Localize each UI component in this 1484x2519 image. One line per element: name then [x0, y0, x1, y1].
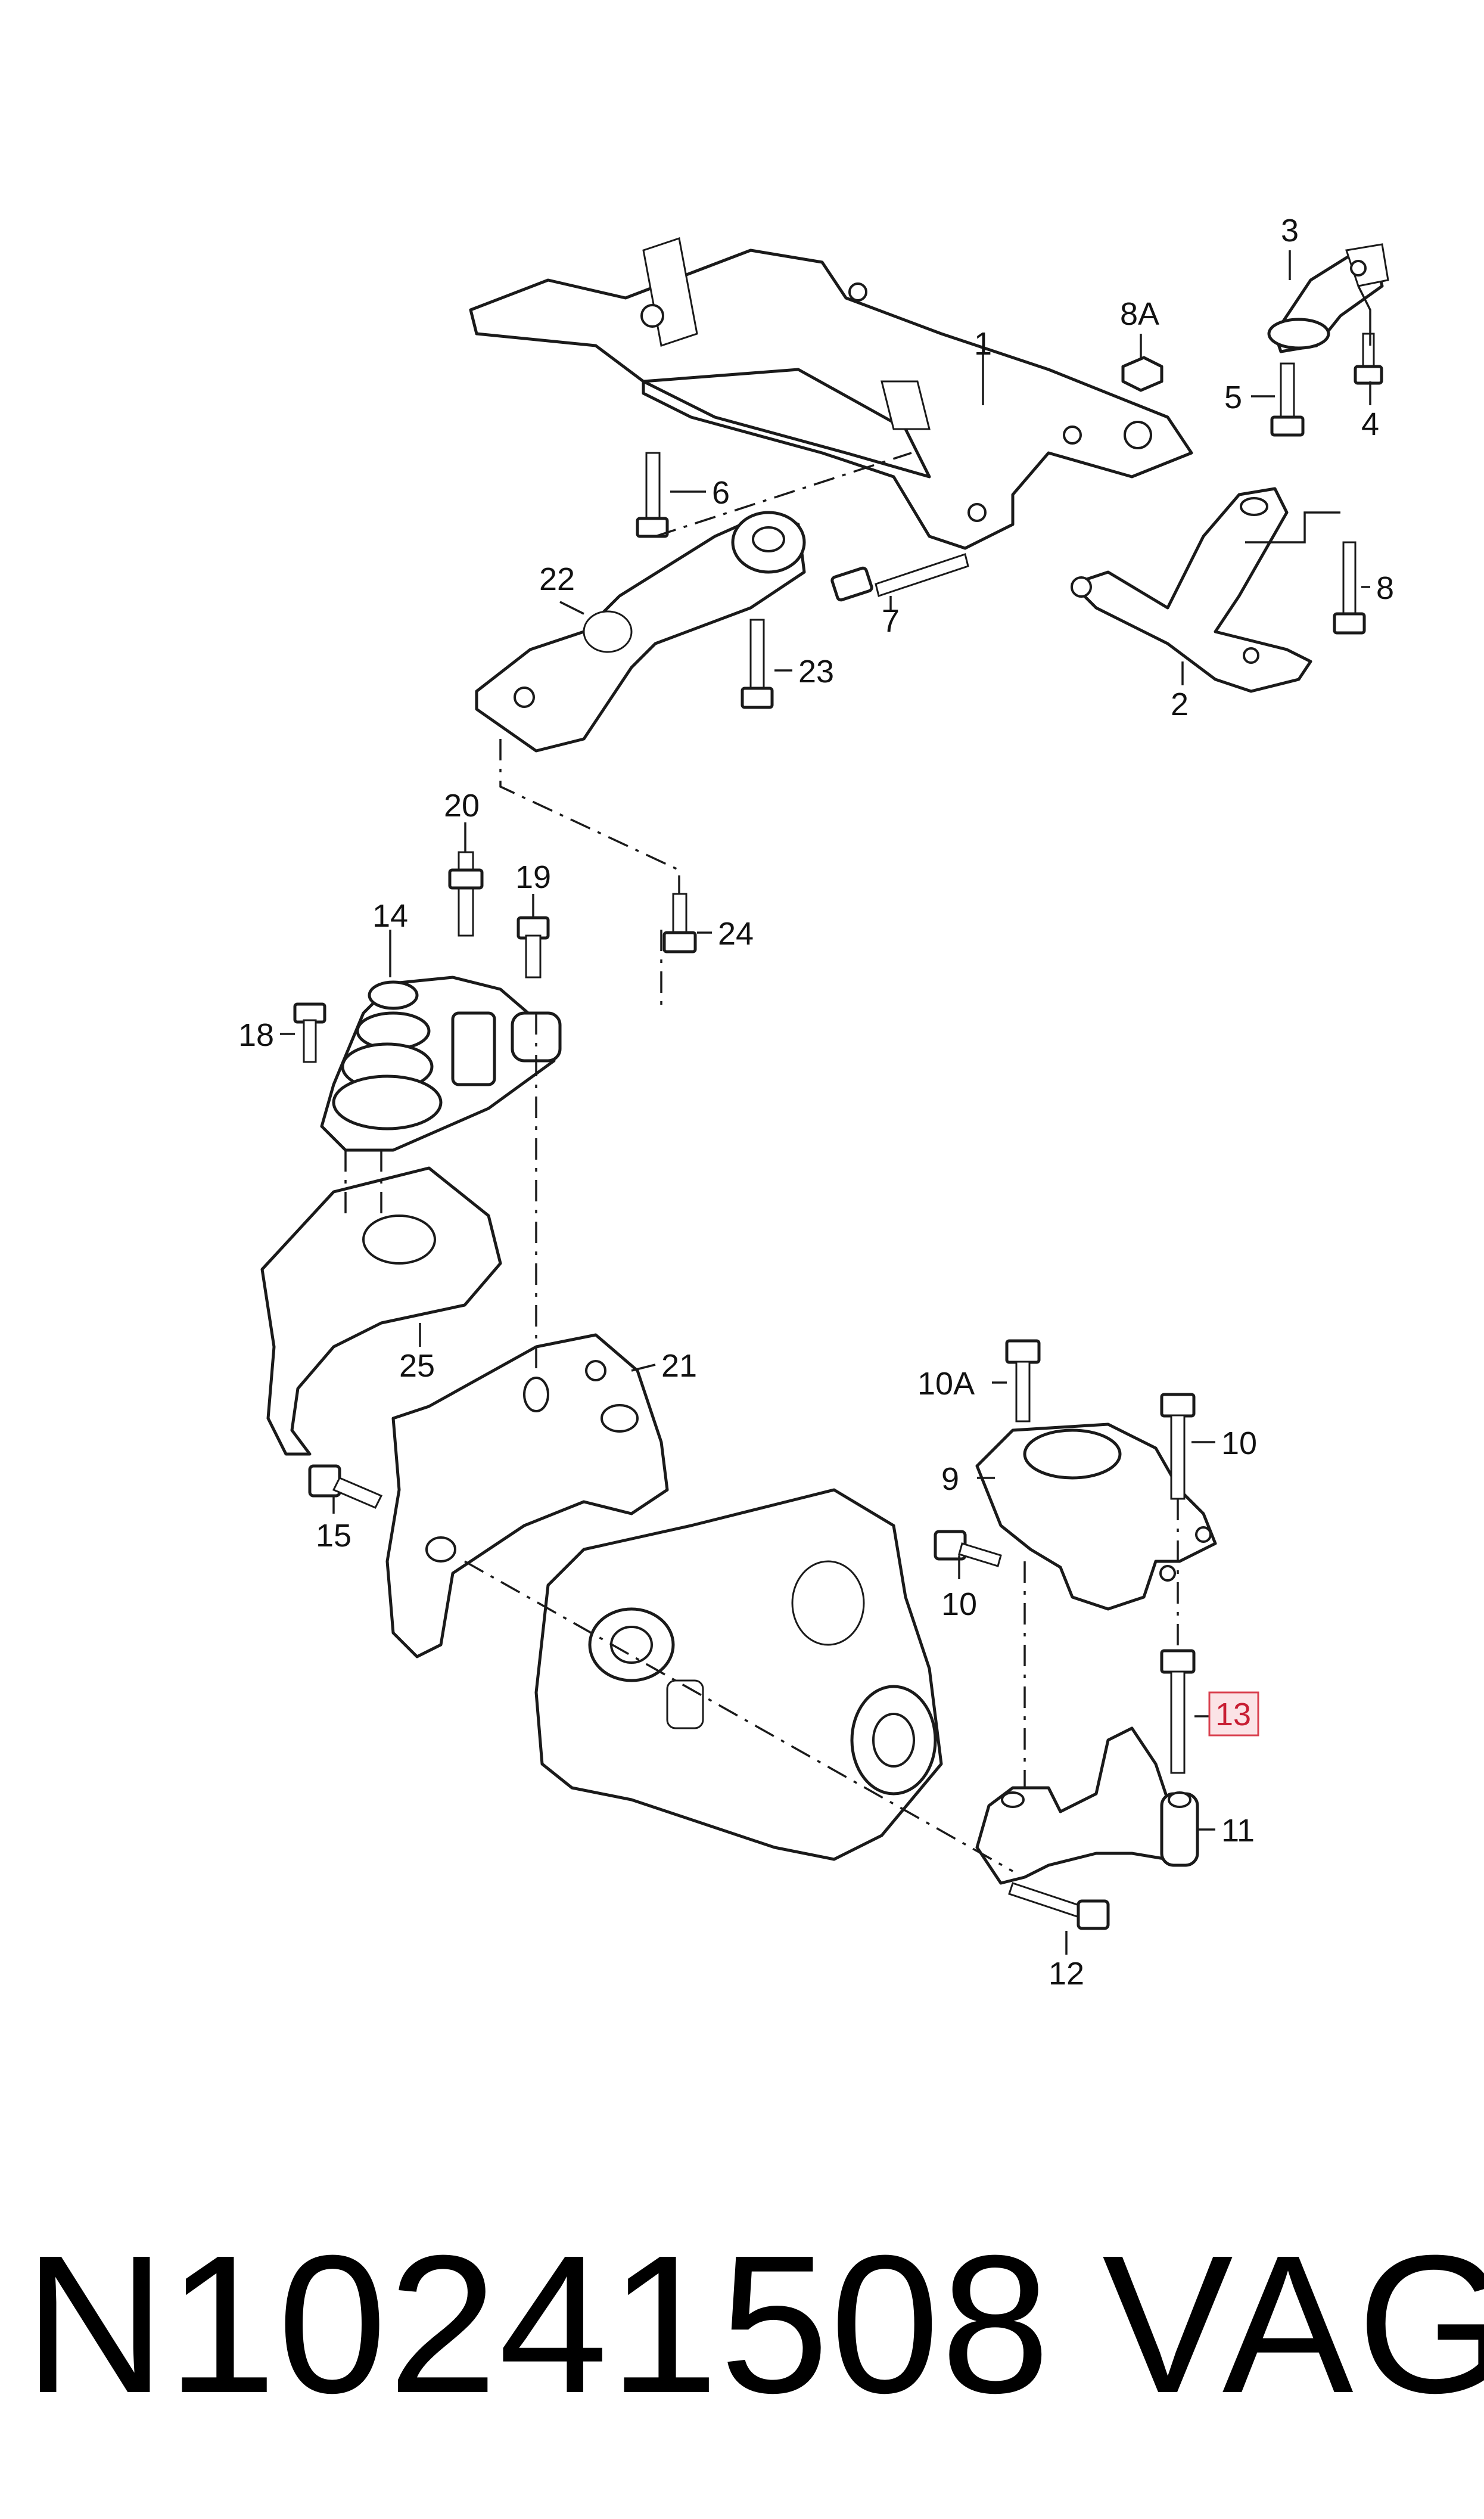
callout-20: 20 [444, 788, 480, 824]
gearbox [534, 1488, 943, 1861]
engine-mount [320, 976, 562, 1152]
exploded-parts-diagram: 1 2 3 4 5 6 7 8 8A 9 10A 10 10 11 12 13 … [238, 213, 1394, 1992]
callout-1: 1 [974, 326, 992, 362]
support-bracket [975, 1726, 1199, 1885]
callout-22: 22 [539, 561, 575, 597]
subframe [469, 237, 1193, 550]
callout-7: 7 [882, 603, 900, 639]
callout-9: 9 [941, 1461, 959, 1497]
brand-name: VAG [1102, 2214, 1484, 2434]
callout-25: 25 [399, 1348, 435, 1384]
footer: N10241508 VAG [0, 2205, 1484, 2491]
callout-12: 12 [1049, 1956, 1084, 1992]
assembly-lines [344, 452, 1179, 1872]
callout-24: 24 [718, 916, 754, 952]
heat-shield [260, 1166, 502, 1456]
callout-23: 23 [798, 654, 834, 689]
callout-13: 13 [1215, 1697, 1251, 1732]
control-arm [1071, 487, 1312, 693]
callout-18: 18 [238, 1017, 274, 1053]
callout-19: 19 [515, 859, 551, 895]
gearbox-mount [975, 1422, 1217, 1611]
callout-10-lower: 10 [941, 1586, 977, 1622]
callout-8: 8 [1376, 570, 1394, 606]
callout-15: 15 [316, 1518, 351, 1554]
callout-8a: 8A [1120, 296, 1159, 332]
callout-2: 2 [1171, 687, 1189, 722]
callout-10a: 10A [917, 1366, 975, 1402]
part-number: N10241508 [24, 2214, 1051, 2434]
callout-11: 11 [1221, 1813, 1255, 1849]
callout-3: 3 [1281, 213, 1299, 249]
callout-6: 6 [712, 475, 730, 511]
leader-lines [280, 250, 1371, 1955]
callout-5: 5 [1224, 380, 1242, 415]
callout-10-upper: 10 [1221, 1425, 1257, 1461]
callout-14: 14 [372, 898, 408, 934]
pendulum-support [475, 511, 806, 753]
bolts [293, 333, 1383, 1930]
callout-labels: 1 2 3 4 5 6 7 8 8A 9 10A 10 10 11 12 13 … [238, 213, 1394, 1992]
callout-4: 4 [1361, 406, 1379, 442]
callout-21: 21 [661, 1348, 697, 1384]
gearbox-bracket [385, 1333, 669, 1658]
bracket [1267, 243, 1389, 353]
highlight-box-13 [1208, 1691, 1259, 1737]
